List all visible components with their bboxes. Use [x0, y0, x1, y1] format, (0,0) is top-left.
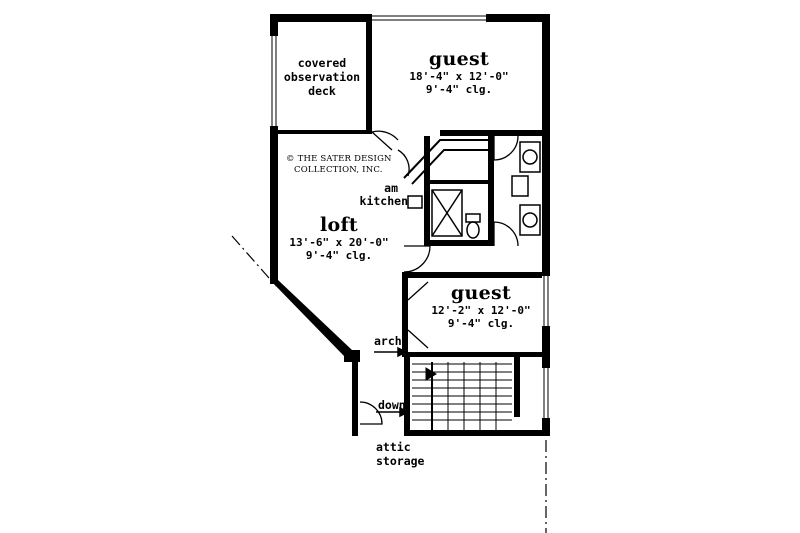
wall-attic-left [352, 356, 358, 436]
toilet-bowl [466, 221, 480, 239]
shower [431, 189, 463, 237]
copyright-line2: COLLECTION, INC. [294, 165, 383, 175]
deck-label-line2: observation [283, 70, 361, 84]
loft-label: loft 13'-6" x 20'-0" 9'-4" clg. [284, 214, 394, 262]
doors [359, 130, 519, 425]
sink-upper [519, 141, 541, 173]
guest-lower-label: guest 12'-2" x 12'-0" 9'-4" clg. [424, 282, 538, 330]
wall-right [542, 14, 550, 434]
wall-left-upper [270, 14, 278, 284]
guest-upper-dims: 18'-4" x 12'-0" [409, 70, 509, 83]
loft-dims: 13'-6" x 20'-0" [289, 236, 389, 249]
guest-upper-name: guest [428, 48, 490, 70]
wall-left-diagonal [270, 280, 352, 356]
windows [270, 14, 550, 418]
arch-label: arch [374, 334, 402, 348]
arrows [374, 346, 410, 418]
stairs [412, 362, 512, 430]
guest-upper-label: guest 18'-4" x 12'-0" 9'-4" clg. [392, 48, 526, 96]
loft-ceiling: 9'-4" clg. [305, 249, 373, 262]
copyright-line1: © THE SATER DESIGN [286, 154, 392, 164]
deck-label-line3: deck [308, 84, 336, 98]
am-kitchen-line2: kitchen [359, 194, 408, 208]
deck-label-line1: covered [297, 56, 347, 70]
attic-storage-label: attic storage [376, 440, 424, 468]
down-label: down [378, 398, 406, 412]
guest-lower-name: guest [450, 282, 512, 304]
interior-walls [278, 14, 542, 436]
copyright-notice: © THE SATER DESIGN COLLECTION, INC. [286, 154, 392, 176]
sink-lower [519, 204, 541, 236]
am-kitchen-label: am kitchen [360, 181, 408, 208]
deck-label: covered observation deck [280, 56, 364, 98]
guest-lower-ceiling: 9'-4" clg. [447, 317, 515, 330]
attic-line2: storage [376, 454, 425, 468]
wall-bottom [404, 430, 550, 436]
attic-line1: attic [376, 440, 411, 454]
guest-lower-dims: 12'-2" x 12'-0" [431, 304, 531, 317]
property-lines [231, 235, 547, 533]
toilet-tank [465, 213, 481, 223]
guest-upper-ceiling: 9'-4" clg. [425, 83, 493, 96]
bath-fixtures [431, 141, 541, 239]
loft-name: loft [319, 214, 359, 236]
kitchen-counter [403, 139, 490, 209]
am-kitchen-line1: am [384, 181, 398, 195]
